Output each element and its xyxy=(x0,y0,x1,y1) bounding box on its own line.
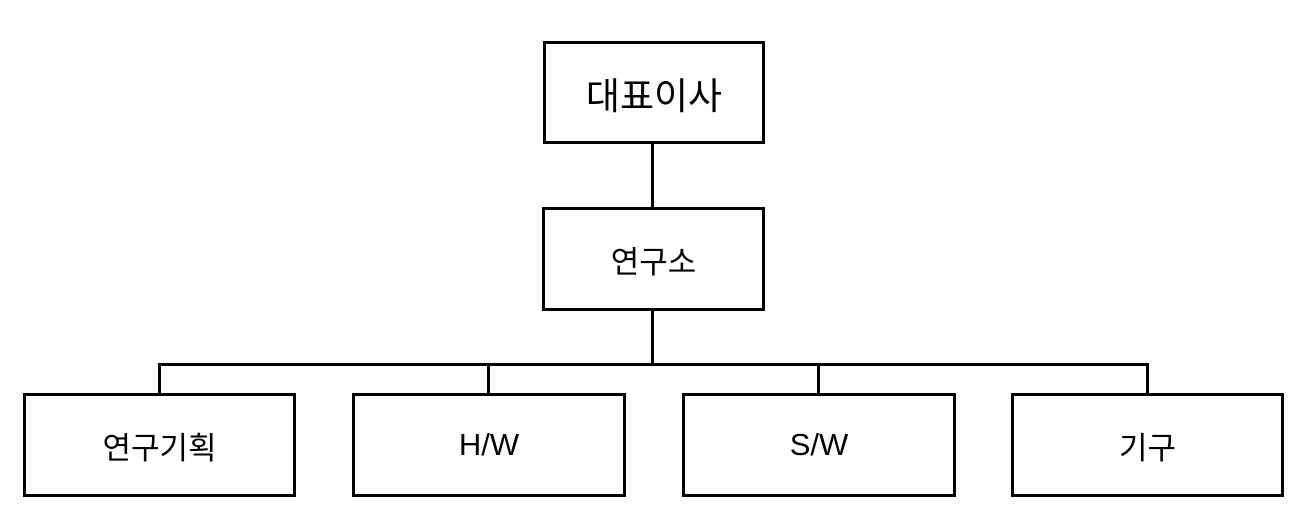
node-research-institute-label: 연구소 xyxy=(610,244,697,280)
node-equipment: 기구 xyxy=(1011,393,1284,497)
node-ceo: 대표이사 xyxy=(543,41,765,144)
connector-drop-sw xyxy=(817,363,820,394)
node-ceo-label: 대표이사 xyxy=(585,75,723,117)
connector-drop-research-planning xyxy=(158,363,161,394)
node-hw: H/W xyxy=(352,393,626,497)
node-research-institute: 연구소 xyxy=(542,207,765,311)
node-sw: S/W xyxy=(682,393,956,497)
connector-drop-equipment xyxy=(1146,363,1149,394)
node-sw-label: S/W xyxy=(789,427,849,462)
node-research-planning-label: 연구기획 xyxy=(102,430,217,466)
connector-horizontal-bus xyxy=(158,363,1149,366)
node-equipment-label: 기구 xyxy=(1118,430,1177,466)
node-research-planning: 연구기획 xyxy=(23,393,296,497)
connector-root-to-institute xyxy=(651,144,654,207)
connector-drop-hw xyxy=(487,363,490,394)
node-hw-label: H/W xyxy=(458,427,520,462)
connector-institute-to-bus xyxy=(651,310,654,366)
